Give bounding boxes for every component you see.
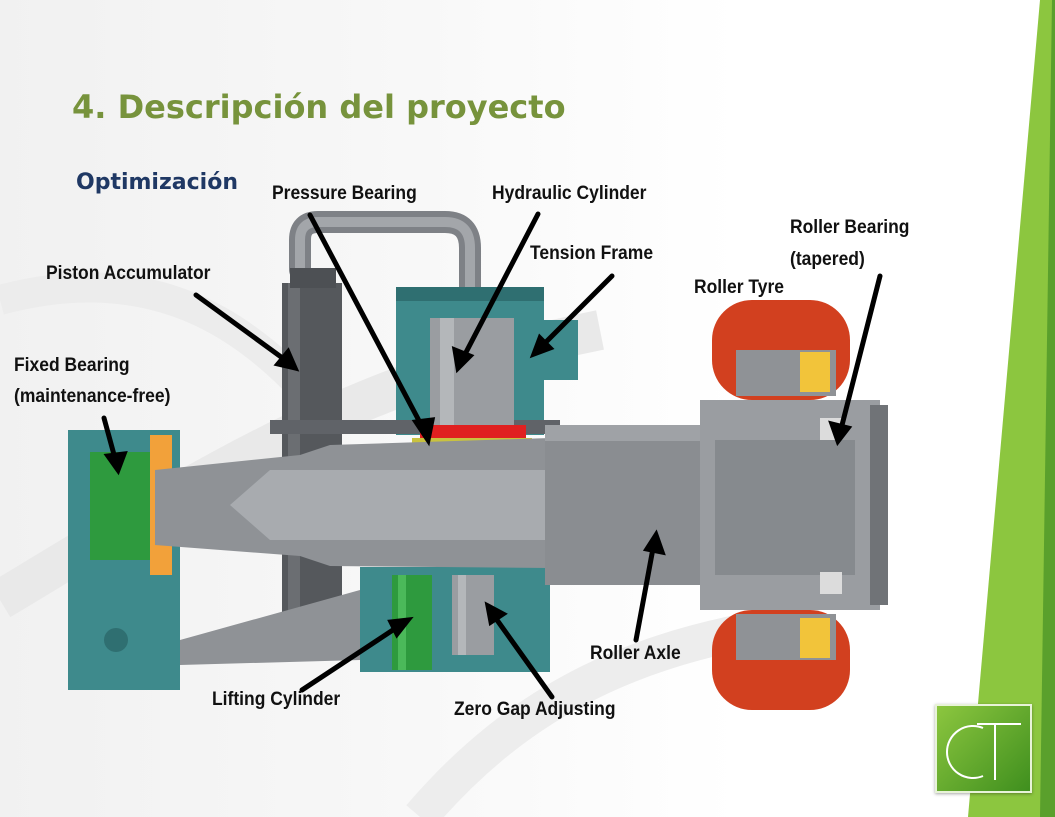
roller-tyre-body (712, 300, 850, 710)
label-fixed-bearing-type: (maintenance-free) (14, 386, 171, 407)
zero-gap-adjuster-body (452, 575, 494, 655)
label-roller-tyre: Roller Tyre (694, 277, 785, 298)
label-roller-bearing: Roller Bearing (790, 217, 910, 238)
slide-title: 4. Descripción del proyecto (72, 88, 566, 126)
label-zero-gap-adjusting: Zero Gap Adjusting (454, 699, 616, 720)
green-accent-stripe (968, 0, 1055, 817)
label-pressure-bearing: Pressure Bearing (272, 183, 417, 204)
hydraulic-pipe (289, 211, 481, 331)
label-tension-frame: Tension Frame (530, 243, 654, 264)
label-lifting-cylinder: Lifting Cylinder (212, 689, 341, 710)
roller-axle-body (155, 400, 888, 610)
label-fixed-bearing: Fixed Bearing (14, 355, 130, 376)
ct-logo-icon (946, 723, 1021, 780)
callout-arrows (101, 211, 883, 700)
label-piston-accumulator: Piston Accumulator (46, 263, 211, 284)
bearing-yellow-bottom (800, 618, 830, 658)
tapered-roller-bottom (820, 572, 842, 594)
slide-subtitle: Optimización (76, 170, 238, 195)
congress-logo (935, 704, 1032, 793)
fixed-bearing-housing (68, 430, 180, 690)
label-roller-axle: Roller Axle (590, 643, 681, 664)
label-roller-bearing-type: (tapered) (790, 249, 865, 270)
label-hydraulic-cylinder: Hydraulic Cylinder (492, 183, 647, 204)
support-arm (180, 590, 360, 665)
bearing-yellow-top (800, 352, 830, 392)
